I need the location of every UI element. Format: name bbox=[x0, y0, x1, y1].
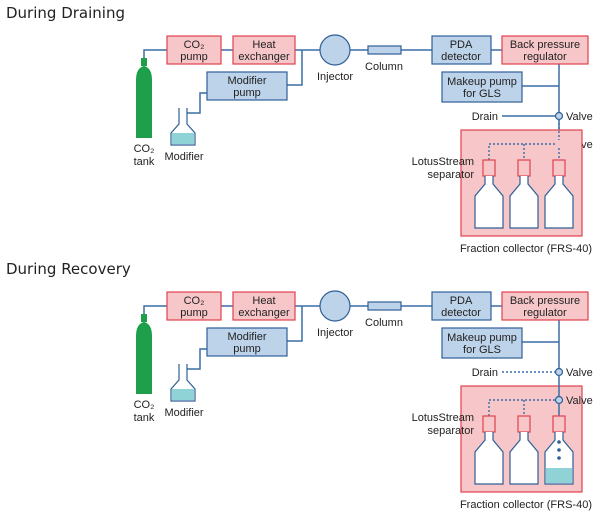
makeup-pump-box: Makeup pump for GLS bbox=[441, 327, 523, 359]
svg-text:CO₂: CO₂ bbox=[184, 295, 205, 307]
svg-text:exchanger: exchanger bbox=[238, 307, 290, 319]
heat-exchanger-box: Heat exchanger bbox=[232, 35, 296, 65]
modifier-pump-box: Modifier pump bbox=[206, 71, 288, 101]
co2-tank-icon bbox=[136, 314, 152, 394]
co2-tank-icon bbox=[136, 58, 152, 138]
svg-text:Column: Column bbox=[365, 61, 403, 73]
collected-liquid bbox=[546, 468, 572, 483]
svg-text:pump: pump bbox=[233, 87, 261, 99]
svg-text:detector: detector bbox=[441, 307, 481, 319]
svg-text:pump: pump bbox=[180, 51, 208, 63]
drain-label: Drain bbox=[472, 367, 498, 379]
separator-label: separator bbox=[428, 425, 475, 437]
bottle-icon bbox=[509, 159, 539, 229]
makeup-pump-box: Makeup pump for GLS bbox=[441, 71, 523, 103]
svg-text:regulator: regulator bbox=[523, 307, 567, 319]
heat-exchanger-box: Heat exchanger bbox=[232, 291, 296, 321]
co2-tank-label: tank bbox=[134, 412, 155, 424]
fraction-collector-label: Fraction collector (FRS-40) bbox=[460, 243, 592, 255]
droplet-icon bbox=[557, 440, 561, 444]
pda-detector-box: PDA detector bbox=[431, 291, 492, 321]
modifier-flask-icon bbox=[170, 108, 196, 146]
modifier-pump-box: Modifier pump bbox=[206, 327, 288, 357]
co2-pump-box: CO₂ pump bbox=[166, 35, 222, 65]
co2-tank-label: CO₂ bbox=[134, 399, 155, 411]
svg-text:Makeup pump: Makeup pump bbox=[447, 76, 517, 88]
svg-text:Heat: Heat bbox=[252, 295, 275, 307]
collection-bottles bbox=[474, 159, 574, 229]
back-pressure-regulator-box: Back pressure regulator bbox=[501, 35, 589, 65]
separator-label: LotusStream bbox=[412, 156, 474, 168]
svg-text:pump: pump bbox=[180, 307, 208, 319]
svg-text:Column: Column bbox=[365, 317, 403, 329]
svg-text:for GLS: for GLS bbox=[463, 344, 501, 356]
svg-text:PDA: PDA bbox=[450, 39, 473, 51]
svg-text:CO₂: CO₂ bbox=[184, 39, 205, 51]
svg-text:Modifier: Modifier bbox=[227, 331, 266, 343]
svg-text:detector: detector bbox=[441, 51, 481, 63]
modifier-flask-icon bbox=[170, 364, 196, 402]
separator-label: LotusStream bbox=[412, 412, 474, 424]
droplet-icon bbox=[557, 448, 561, 452]
section-title: During Draining bbox=[6, 4, 125, 22]
flow-lines bbox=[143, 305, 560, 389]
svg-text:Back pressure: Back pressure bbox=[510, 295, 580, 307]
bottle-icon bbox=[509, 415, 539, 485]
svg-text:for GLS: for GLS bbox=[463, 88, 501, 100]
fraction-collector-label: Fraction collector (FRS-40) bbox=[460, 499, 592, 511]
bottle-icon bbox=[474, 415, 504, 485]
svg-text:Heat: Heat bbox=[252, 39, 275, 51]
diagram-draining: During Draining CO₂ pu bbox=[0, 0, 596, 256]
svg-text:exchanger: exchanger bbox=[238, 51, 290, 63]
svg-text:Makeup pump: Makeup pump bbox=[447, 332, 517, 344]
co2-pump-box: CO₂ pump bbox=[166, 291, 222, 321]
valve-label: Valve bbox=[566, 111, 593, 123]
co2-tank-label: CO₂ bbox=[134, 143, 155, 155]
diagram-recovery: During Recovery CO₂ pump Heat exchanger bbox=[0, 256, 596, 512]
svg-text:Injector: Injector bbox=[317, 71, 353, 83]
bottle-icon bbox=[544, 159, 574, 229]
bottle-icon-filling bbox=[544, 415, 574, 485]
modifier-label: Modifier bbox=[164, 407, 203, 419]
column: Column bbox=[365, 45, 403, 73]
injector: Injector bbox=[317, 34, 353, 83]
flow-diagram: CO₂ pump Heat exchanger Modifier pump In… bbox=[134, 34, 593, 255]
droplet-icon bbox=[557, 456, 561, 460]
drain-label: Drain bbox=[472, 111, 498, 123]
svg-text:PDA: PDA bbox=[450, 295, 473, 307]
valve-icon bbox=[554, 395, 564, 405]
svg-text:Injector: Injector bbox=[317, 327, 353, 339]
svg-text:Modifier: Modifier bbox=[227, 75, 266, 87]
svg-text:Back pressure: Back pressure bbox=[510, 39, 580, 51]
collection-bottles bbox=[474, 415, 574, 485]
valve-label: Valve bbox=[566, 367, 593, 379]
separator-label: separator bbox=[428, 169, 475, 181]
pda-detector-box: PDA detector bbox=[431, 35, 492, 65]
modifier-label: Modifier bbox=[164, 151, 203, 163]
back-pressure-regulator-box: Back pressure regulator bbox=[501, 291, 589, 321]
fraction-dotted-lines bbox=[488, 399, 555, 416]
fraction-dotted-lines bbox=[488, 119, 560, 160]
flow-diagram: CO₂ pump Heat exchanger Modifier pump In… bbox=[134, 290, 593, 511]
valve-icon bbox=[554, 111, 564, 121]
injector: Injector bbox=[317, 290, 353, 339]
co2-tank-label: tank bbox=[134, 156, 155, 168]
section-title: During Recovery bbox=[6, 260, 131, 278]
svg-text:pump: pump bbox=[233, 343, 261, 355]
valve-label: Valve bbox=[566, 395, 593, 407]
bottle-icon bbox=[474, 159, 504, 229]
svg-text:regulator: regulator bbox=[523, 51, 567, 63]
column: Column bbox=[365, 301, 403, 329]
valve-icon bbox=[554, 367, 564, 377]
